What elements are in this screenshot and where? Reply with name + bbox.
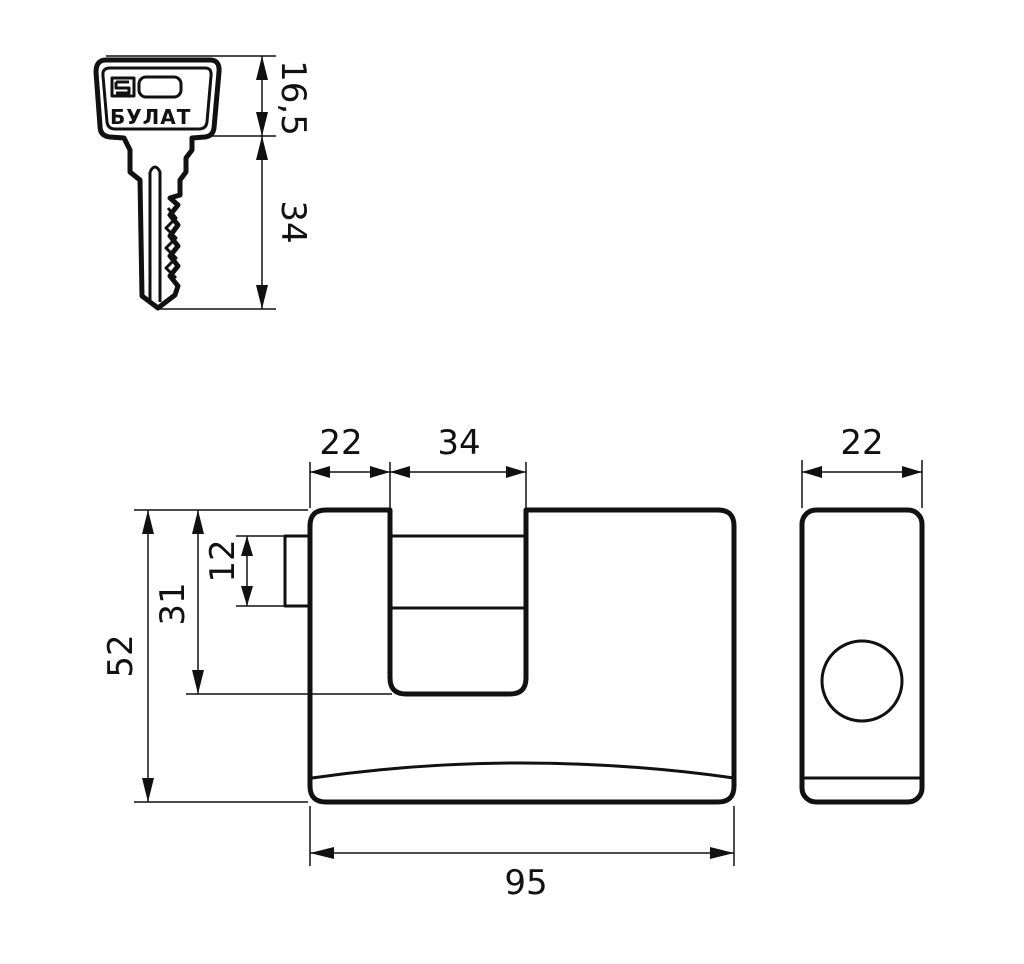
padlock-side-view: 22 — [799, 423, 925, 805]
key-head-dimension: 16,5 — [273, 60, 313, 136]
key-drawing: БУЛАТ 16,5 34 — [93, 55, 313, 311]
key-brand-label: БУЛАТ — [110, 105, 191, 129]
padlock-front-view: 22 34 52 31 12 95 — [101, 423, 737, 903]
key-head-inner-outline — [101, 66, 213, 131]
key-blade-bitting — [164, 207, 178, 280]
front-total-height-dimension: 52 — [101, 634, 141, 677]
bulat-logo-icon — [110, 75, 183, 99]
front-shackle-height-dimension: 31 — [153, 582, 193, 625]
shackle-upper-segment — [388, 534, 528, 610]
side-depth-dimension: 22 — [840, 423, 883, 463]
padlock-bottom-curve — [311, 761, 735, 780]
front-shackle-width-dimension: 34 — [437, 423, 480, 463]
side-body-outline — [799, 507, 925, 805]
key-blade-groove — [148, 165, 162, 302]
front-left-width-dimension: 22 — [319, 423, 362, 463]
locking-bolt — [283, 534, 312, 608]
key-blade-dimension: 34 — [273, 200, 313, 243]
front-total-width-dimension: 95 — [504, 863, 547, 903]
front-bolt-height-dimension: 12 — [203, 539, 243, 582]
padlock-body-outline — [307, 507, 737, 805]
keyhole-icon — [820, 639, 904, 723]
